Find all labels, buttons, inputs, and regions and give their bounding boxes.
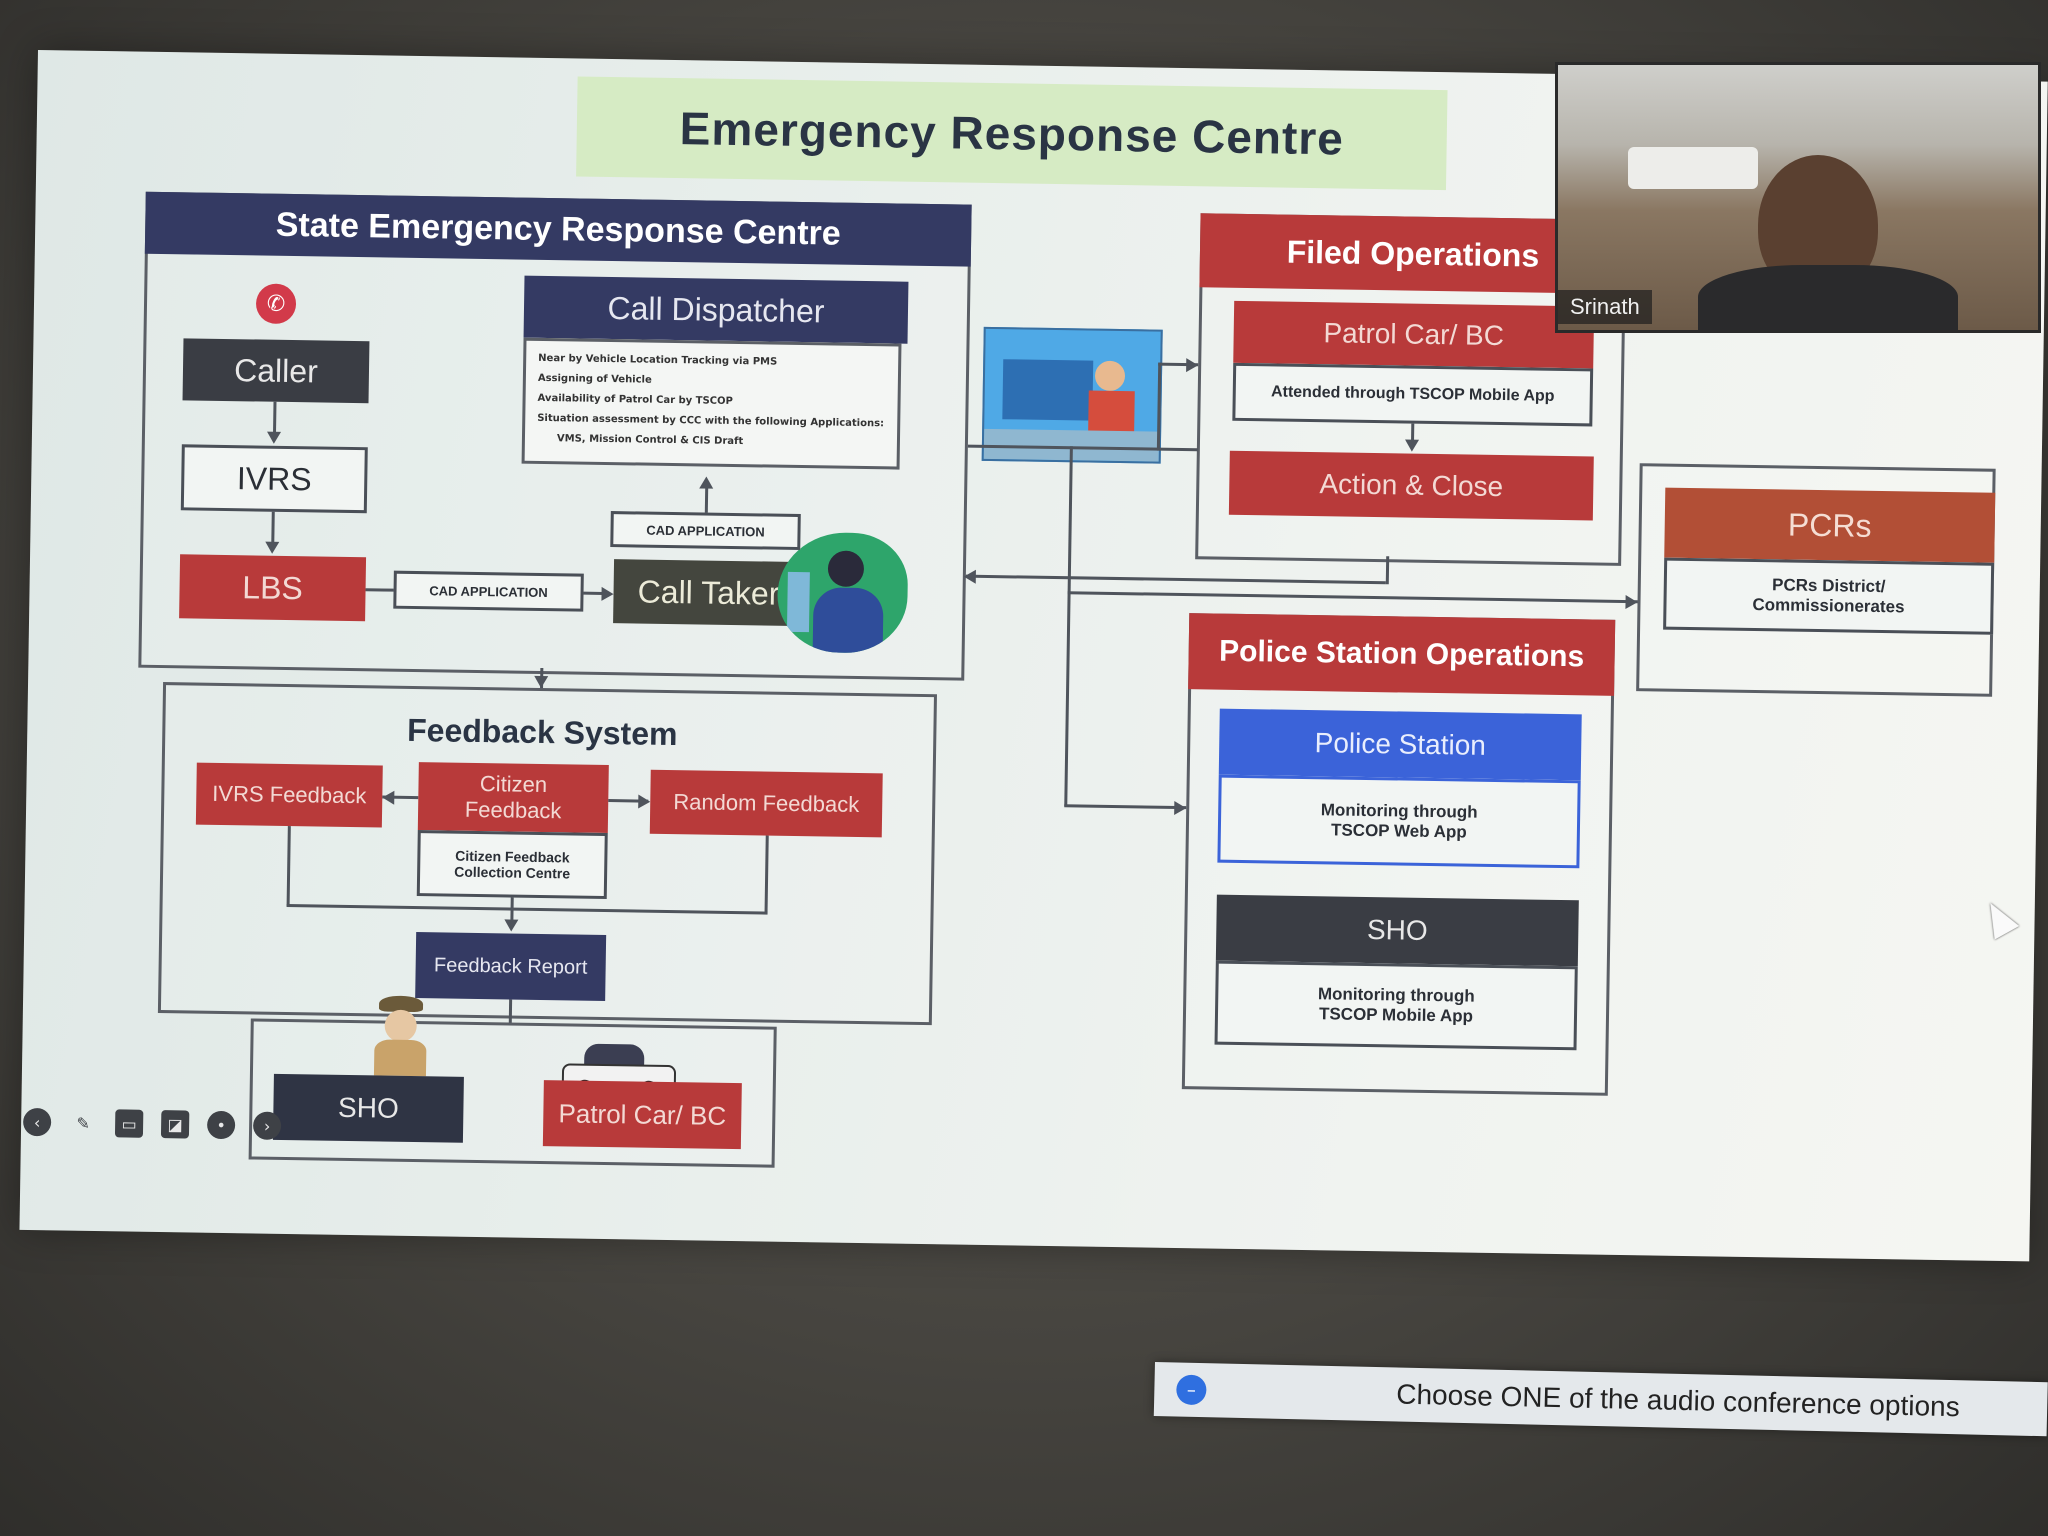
audio-conference-bar[interactable]: – Choose ONE of the audio conference opt…	[1153, 1362, 2048, 1437]
lbs-cad-connector	[365, 588, 394, 592]
call-dispatcher-notes: Near by Vehicle Location Tracking via PM…	[521, 337, 902, 470]
control-room-illustration	[981, 326, 1163, 464]
ivrs-node: IVRS	[180, 444, 368, 514]
serc-feedback-arrow	[534, 675, 549, 689]
ivrs-lbs-connector	[271, 511, 275, 544]
to-pcrs-connector	[1067, 591, 1638, 604]
air-conditioner	[1628, 147, 1758, 189]
feedback-report-node: Feedback Report	[415, 932, 607, 1002]
cad-application-left: CAD APPLICATION	[393, 570, 584, 612]
call-taker-node: Call Taker	[613, 559, 805, 627]
police-station-node: Police Station	[1218, 708, 1582, 781]
pen-tool-button[interactable]: ✎	[76, 1113, 91, 1133]
to-field-ops-arrow	[1186, 358, 1199, 373]
caller-node: Caller	[182, 338, 370, 404]
slide-title: Emergency Response Centre	[576, 76, 1448, 191]
ivrs-feedback-node: IVRS Feedback	[195, 762, 383, 828]
patrol-car-note: Attended through TSCOP Mobile App	[1232, 362, 1594, 427]
to-pcrs-arrow	[1625, 595, 1638, 610]
participant-name-tag: Srinath	[1558, 290, 1652, 324]
ps-sho-note: Monitoring through TSCOP Mobile App	[1214, 960, 1578, 1051]
serc-return-connector	[965, 574, 1386, 585]
pcrs-header: PCRs	[1664, 487, 1996, 563]
caller-ivrs-connector	[273, 401, 277, 434]
participant-video-tile[interactable]: Srinath	[1555, 62, 2041, 333]
citizen-random-arrow	[638, 794, 651, 809]
center-vertical-connector	[1064, 446, 1073, 807]
citizen-ivrs-arrow	[382, 790, 395, 805]
captions-button[interactable]: ▭	[114, 1109, 144, 1138]
lbs-node: LBS	[179, 554, 367, 622]
police-station-note: Monitoring through TSCOP Web App	[1217, 774, 1581, 869]
ps-ops-header: Police Station Operations	[1188, 613, 1616, 696]
officer-illustration	[370, 995, 431, 1077]
pcrs-note: PCRs District/ Commissionerates	[1663, 557, 1995, 635]
cad-dispatcher-connector	[704, 486, 709, 513]
audio-info-icon: –	[1176, 1374, 1207, 1406]
participant-body	[1698, 265, 1958, 330]
serc-return-arrow	[963, 569, 976, 584]
patrol-car-node: Patrol Car/ BC	[1233, 300, 1595, 369]
to-ps-ops-connector	[1064, 804, 1187, 810]
field-ops-down-connector	[1385, 556, 1390, 585]
cad-application-upper: CAD APPLICATION	[610, 511, 801, 551]
serc-header: State Emergency Response Centre	[144, 191, 972, 267]
cad-dispatcher-arrow	[699, 476, 714, 489]
more-options-button[interactable]: •	[206, 1110, 236, 1140]
cad-calltaker-arrow	[601, 586, 614, 602]
bottom-patrol-car-node: Patrol Car/ BC	[542, 1080, 742, 1150]
action-close-node: Action & Close	[1228, 450, 1594, 521]
merge-report-arrow	[504, 919, 519, 932]
patrol-action-arrow	[1404, 439, 1420, 452]
previous-slide-button[interactable]: ‹	[22, 1107, 52, 1137]
bottom-sho-node: SHO	[272, 1073, 464, 1143]
call-dispatcher-header: Call Dispatcher	[523, 275, 909, 344]
ps-sho-node: SHO	[1215, 894, 1579, 967]
feedback-header: Feedback System	[406, 711, 678, 752]
video-off-button[interactable]: ◪	[160, 1110, 190, 1139]
to-ps-ops-arrow	[1174, 800, 1187, 816]
random-feedback-node: Random Feedback	[649, 769, 883, 838]
audio-conference-prompt[interactable]: Choose ONE of the audio conference optio…	[1395, 1378, 1961, 1423]
mouse-cursor-icon	[1978, 896, 2020, 940]
citizen-feedback-node: Citizen Feedback	[417, 762, 609, 834]
ivrs-lbs-arrow	[265, 541, 280, 554]
citizen-feedback-note: Citizen Feedback Collection Centre	[416, 830, 608, 900]
caller-ivrs-arrow	[266, 431, 282, 444]
